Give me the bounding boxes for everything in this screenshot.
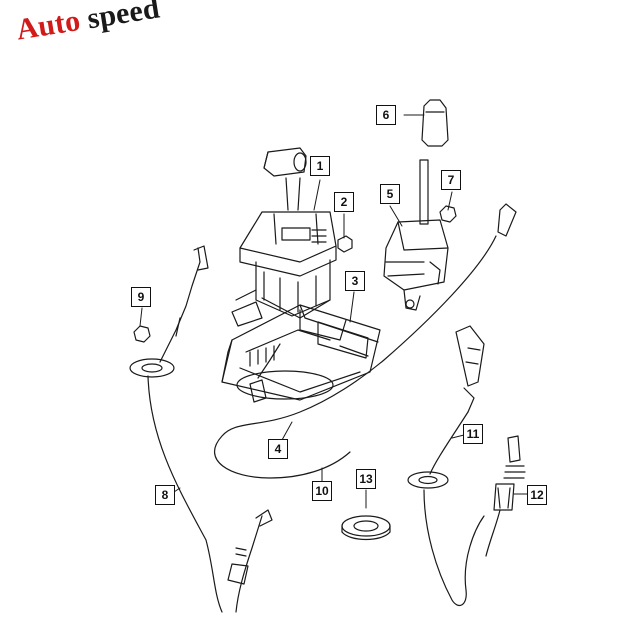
callout-1: 1 bbox=[310, 156, 330, 176]
shifter-assembly bbox=[231, 147, 347, 341]
callout-12: 12 bbox=[527, 485, 547, 505]
callout-8: 8 bbox=[155, 485, 175, 505]
nut-part-9 bbox=[133, 325, 151, 343]
callout-5: 5 bbox=[380, 184, 400, 204]
callout-7: 7 bbox=[441, 170, 461, 190]
callout-6: 6 bbox=[376, 105, 396, 125]
shift-cable-part-10 bbox=[214, 203, 517, 479]
callout-10: 10 bbox=[312, 481, 332, 501]
callout-13: 13 bbox=[356, 469, 376, 489]
shifter-mechanism-part-5 bbox=[383, 159, 449, 311]
shift-cable-part-11 bbox=[407, 325, 485, 607]
callout-4: 4 bbox=[268, 439, 288, 459]
callout-11: 11 bbox=[463, 424, 483, 444]
shifter-base-bracket bbox=[221, 304, 381, 401]
shift-knob-part-6 bbox=[421, 99, 449, 147]
grommet-ring-part-13 bbox=[341, 515, 391, 541]
callout-2: 2 bbox=[334, 192, 354, 212]
callout-3: 3 bbox=[345, 271, 365, 291]
nut-part-2 bbox=[337, 235, 353, 253]
cable-end-part-12 bbox=[485, 435, 526, 557]
leader-lines bbox=[139, 114, 529, 509]
nut-part-7 bbox=[439, 205, 457, 223]
shift-cable-part-8 bbox=[129, 245, 273, 613]
callout-9: 9 bbox=[131, 287, 151, 307]
